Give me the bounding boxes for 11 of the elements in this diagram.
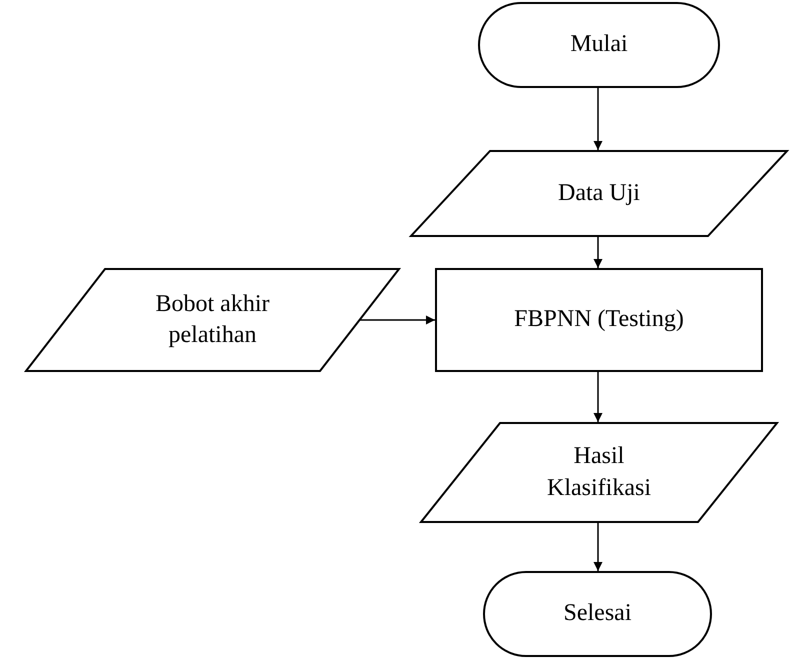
node-label: Hasil Klasifikasi	[546, 442, 652, 502]
arrow	[360, 316, 435, 324]
arrow	[594, 523, 602, 571]
node-label: Selesai	[564, 599, 632, 628]
node-label: Bobot akhir pelatihan	[154, 290, 270, 350]
arrow	[594, 88, 602, 150]
arrow	[594, 237, 602, 268]
node-label: Mulai	[570, 30, 628, 60]
node-label: FBPNN (Testing)	[514, 305, 684, 334]
node-label: Data Uji	[558, 178, 640, 208]
arrow	[594, 372, 602, 422]
